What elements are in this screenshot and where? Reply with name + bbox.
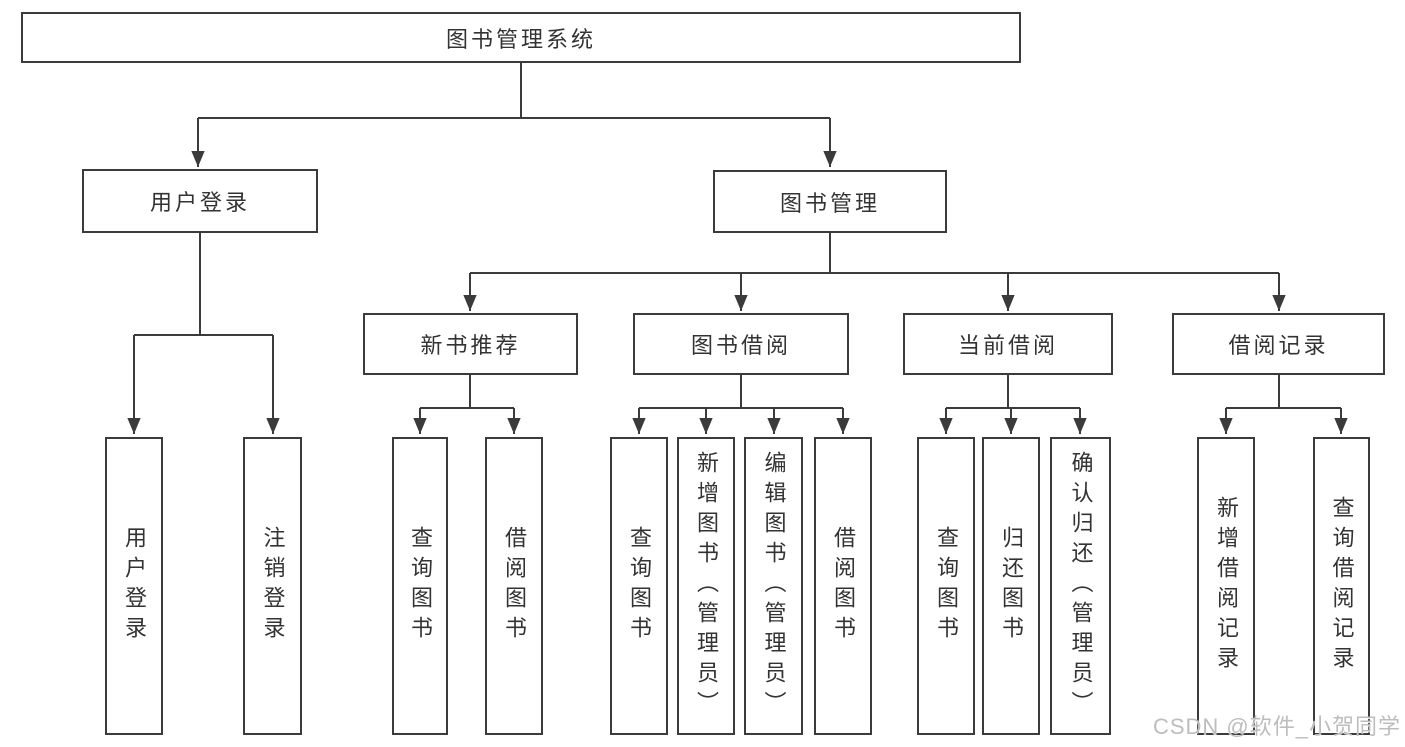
node-return-books: 归还图书 [982,437,1040,735]
node-edit-books-admin: 编辑图书（管理员） [744,437,803,735]
node-label: 归还图书 [999,526,1024,646]
node-search-books-borrowing: 查询图书 [610,437,668,735]
node-label: 注销登录 [260,526,286,646]
node-label: 查询图书 [934,526,959,646]
node-borrowing-records: 借阅记录 [1172,313,1385,375]
node-label: 借阅图书 [502,526,527,646]
node-label: 新增借阅记录 [1214,496,1239,676]
node-confirm-return-admin: 确认归还（管理员） [1050,437,1111,735]
node-logout: 注销登录 [243,437,302,735]
csdn-watermark: CSDN @软件_小贺同学 [1152,714,1401,739]
node-add-books-admin: 新增图书（管理员） [677,437,735,735]
node-label: 查询图书 [627,526,652,646]
node-label: 用户登录 [122,526,147,646]
node-borrow-books-leaf: 借阅图书 [814,437,872,735]
node-add-borrow-record: 新增借阅记录 [1197,437,1255,735]
node-user-login: 用户登录 [82,169,318,233]
node-book-borrowing: 图书借阅 [633,313,849,375]
node-label: 新增图书（管理员） [694,451,719,721]
node-new-book-recommendation: 新书推荐 [363,313,578,375]
node-label: 借阅图书 [831,526,856,646]
node-search-books-current: 查询图书 [917,437,975,735]
node-book-management: 图书管理 [713,170,947,233]
node-user-login-leaf: 用户登录 [105,437,163,735]
node-borrow-books-recommend: 借阅图书 [485,437,543,735]
node-label: 编辑图书（管理员） [761,451,787,721]
node-label: 确认归还（管理员） [1068,451,1094,721]
node-current-borrowing: 当前借阅 [903,313,1113,375]
node-label: 查询图书 [408,526,433,646]
node-library-management-system: 图书管理系统 [21,12,1021,63]
node-search-books-recommend: 查询图书 [392,437,448,735]
node-label: 查询借阅记录 [1329,496,1355,676]
node-search-borrow-record: 查询借阅记录 [1313,437,1370,735]
